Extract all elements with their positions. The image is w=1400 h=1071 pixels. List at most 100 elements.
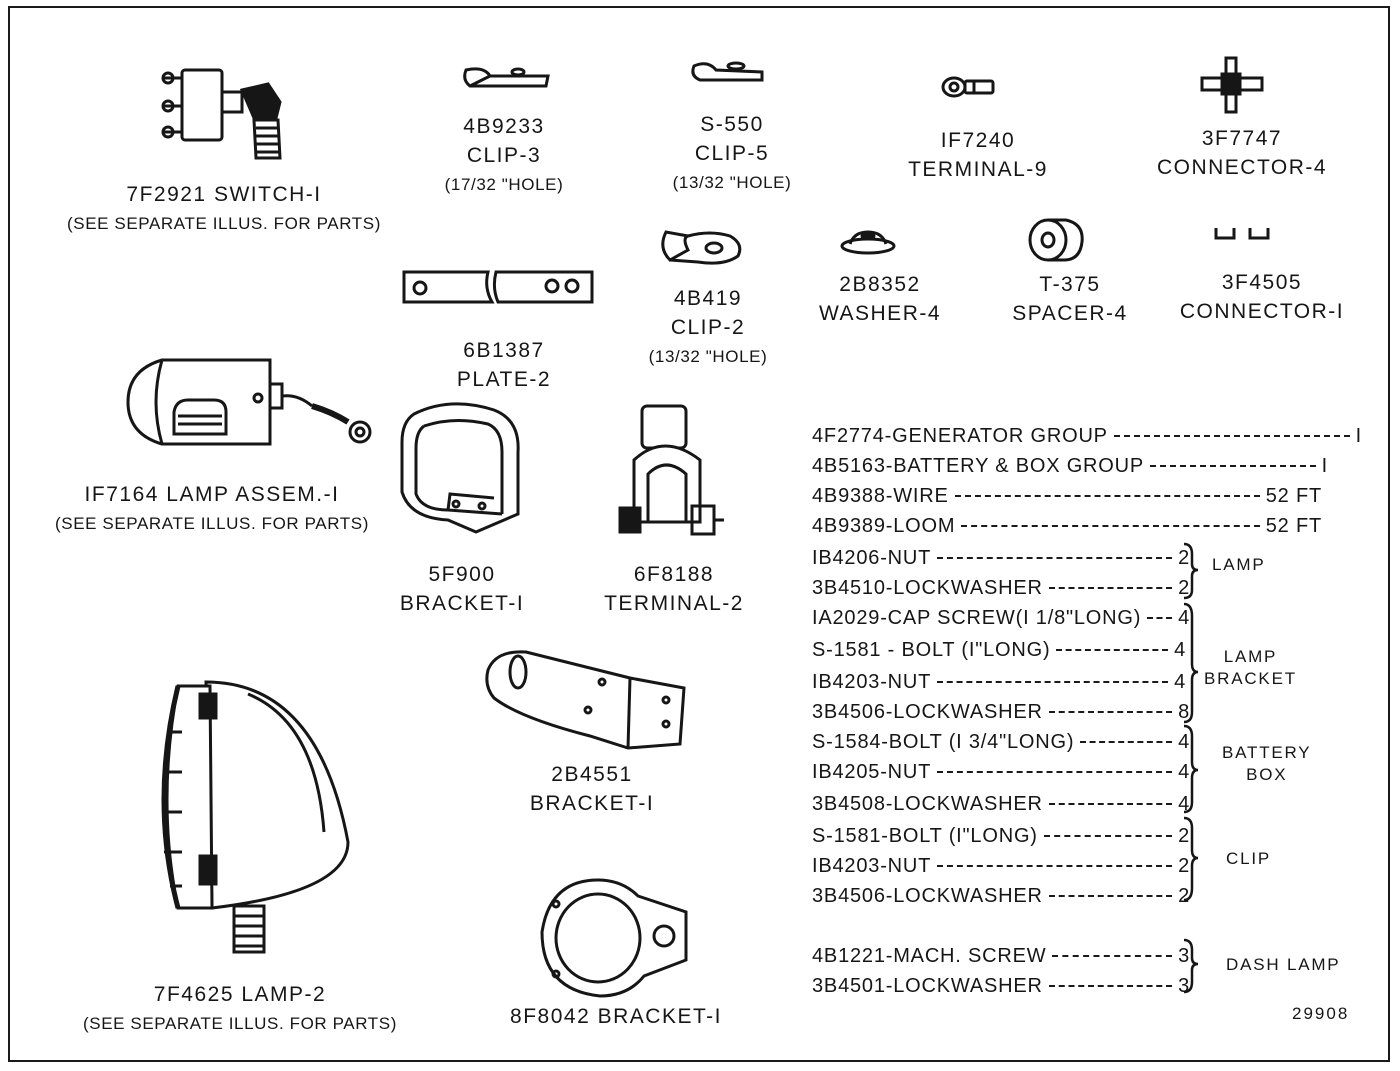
part-number: 8F8042 BRACKET-I [510,1005,722,1028]
parts-list-part: 3B4506-LOCKWASHER [812,885,1043,907]
parts-list-row: 4B9388-WIRE 52 FT [812,484,1322,508]
part-number: 2B4551 [551,763,633,786]
parts-list-qty: 4 [1178,731,1190,753]
parts-list-part: 4B9389-LOOM [812,515,956,537]
leader-dashes [1048,711,1173,713]
parts-list-qty: I [1355,425,1362,447]
parts-list-part: 4B1221-MACH. SCREW [812,945,1047,967]
parts-list-row: IB4205-NUT 4 [812,760,1190,784]
part-note: (SEE SEPARATE ILLUS. FOR PARTS) [55,514,369,533]
parts-list-part: 3B4501-LOCKWASHER [812,975,1043,997]
part-label-terminal9: IF7240 TERMINAL-9 [908,126,1048,184]
parts-list-row: 3B4506-LOCKWASHER 2 [812,884,1190,908]
group-label-lamp-bracket: LAMP BRACKET [1204,646,1297,690]
group-braces [1183,542,1199,994]
diagram-frame [8,6,1390,1062]
part-number: T-375 [1039,273,1101,296]
leader-dashes [937,557,1173,559]
leader-dashes [1147,617,1173,619]
parts-list-qty: 2 [1178,547,1190,569]
parts-list-row: 4B9389-LOOM 52 FT [812,514,1322,538]
parts-list-row: IA2029-CAP SCREW(I 1/8"LONG) 4 [812,606,1190,630]
part-label-bracket5f900: 5F900 BRACKET-I [400,560,524,618]
group-label-text: DASH LAMP [1226,955,1341,974]
part-number: 7F4625 LAMP-2 [153,983,327,1006]
leader-dashes [1048,895,1173,897]
group-label-text: LAMP [1223,647,1278,666]
parts-list-qty: 4 [1178,793,1190,815]
leader-dashes [937,865,1173,867]
part-name: WASHER-4 [818,302,942,325]
parts-list-qty: 3 [1178,945,1190,967]
part-number: 6B1387 [463,339,545,362]
group-label-text: LAMP [1212,555,1266,574]
parts-list-qty: 4 [1174,671,1186,693]
parts-list-part: S-1581 - BOLT (I"LONG) [812,639,1051,661]
leader-dashes [937,771,1173,773]
parts-list-part: IB4205-NUT [812,761,932,783]
bracket-icon [394,402,528,536]
leader-dashes [1048,985,1173,987]
part-label-clip5: S-550 CLIP-5 (13/32 "HOLE) [673,110,792,197]
part-name: CONNECTOR-I [1179,300,1345,323]
part-name: BRACKET-I [529,792,655,815]
lamp-assembly-icon [122,354,380,454]
part-label-terminal2: 6F8188 TERMINAL-2 [604,560,744,618]
part-number: 5F900 [428,563,496,586]
parts-list-qty: 2 [1178,855,1190,877]
leader-dashes [1080,741,1173,743]
parts-list-row: IB4206-NUT 2 [812,546,1190,570]
part-name: TERMINAL-2 [604,592,744,615]
part-label-plate: 6B1387 PLATE-2 [457,336,551,394]
parts-list-qty: 4 [1178,607,1190,629]
part-label-clip3: 4B9233 CLIP-3 (17/32 "HOLE) [445,112,564,199]
parts-list-part: 3B4510-LOCKWASHER [812,577,1043,599]
cross-connector-icon [1200,56,1264,114]
part-name: PLATE-2 [456,368,552,391]
part-number: 7F2921 SWITCH-I [126,183,322,206]
parts-list-part: 4B9388-WIRE [812,485,949,507]
parts-list-part: IB4203-NUT [812,855,932,877]
group-label-dash-lamp: DASH LAMP [1226,954,1340,976]
leader-dashes [1043,835,1173,837]
group-label-lamp: LAMP [1212,554,1266,576]
part-number: 6F8188 [633,563,715,586]
part-number: IF7164 LAMP ASSEM.-I [84,483,340,506]
group-label-text: BOX [1246,765,1288,784]
battery-terminal-icon [610,402,728,542]
parts-list-part: IB4203-NUT [812,671,932,693]
parts-list-qty: 2 [1178,885,1190,907]
parts-list-qty: 52 FT [1265,515,1322,537]
leader-dashes [1048,587,1173,589]
clip-icon [460,60,554,94]
part-number: 4B419 [673,287,743,310]
part-label-lampassem: IF7164 LAMP ASSEM.-I (SEE SEPARATE ILLUS… [55,480,369,538]
leader-dashes [1113,435,1350,437]
parts-list-qty: 2 [1178,825,1190,847]
part-name: TERMINAL-9 [908,158,1048,181]
part-name: CLIP-3 [466,144,542,167]
spacer-icon [1026,216,1086,266]
parts-list-qty: 4 [1178,761,1190,783]
part-number: 3F4505 [1221,271,1303,294]
parts-list-qty: 52 FT [1265,485,1322,507]
headlamp-icon [148,672,358,958]
parts-list-part: 3B4506-LOCKWASHER [812,701,1043,723]
parts-list-row: 3B4501-LOCKWASHER 3 [812,974,1190,998]
part-name: BRACKET-I [399,592,525,615]
group-label-text: CLIP [1226,849,1271,868]
parts-list-row: IB4203-NUT 2 [812,854,1190,878]
parts-list-row: S-1581 - BOLT (I"LONG)4 [812,638,1186,662]
parts-list-qty: 3 [1178,975,1190,997]
part-note: (13/32 "HOLE) [648,347,768,366]
parts-list-part: IA2029-CAP SCREW(I 1/8"LONG) [812,607,1142,629]
ring-terminal-icon [940,74,998,100]
part-label-bracket2b4551: 2B4551 BRACKET-I [530,760,654,818]
parts-list-part: IB4206-NUT [812,547,932,569]
leader-dashes [961,525,1260,527]
part-number: 3F7747 [1201,127,1283,150]
part-note: (SEE SEPARATE ILLUS. FOR PARTS) [67,214,381,233]
